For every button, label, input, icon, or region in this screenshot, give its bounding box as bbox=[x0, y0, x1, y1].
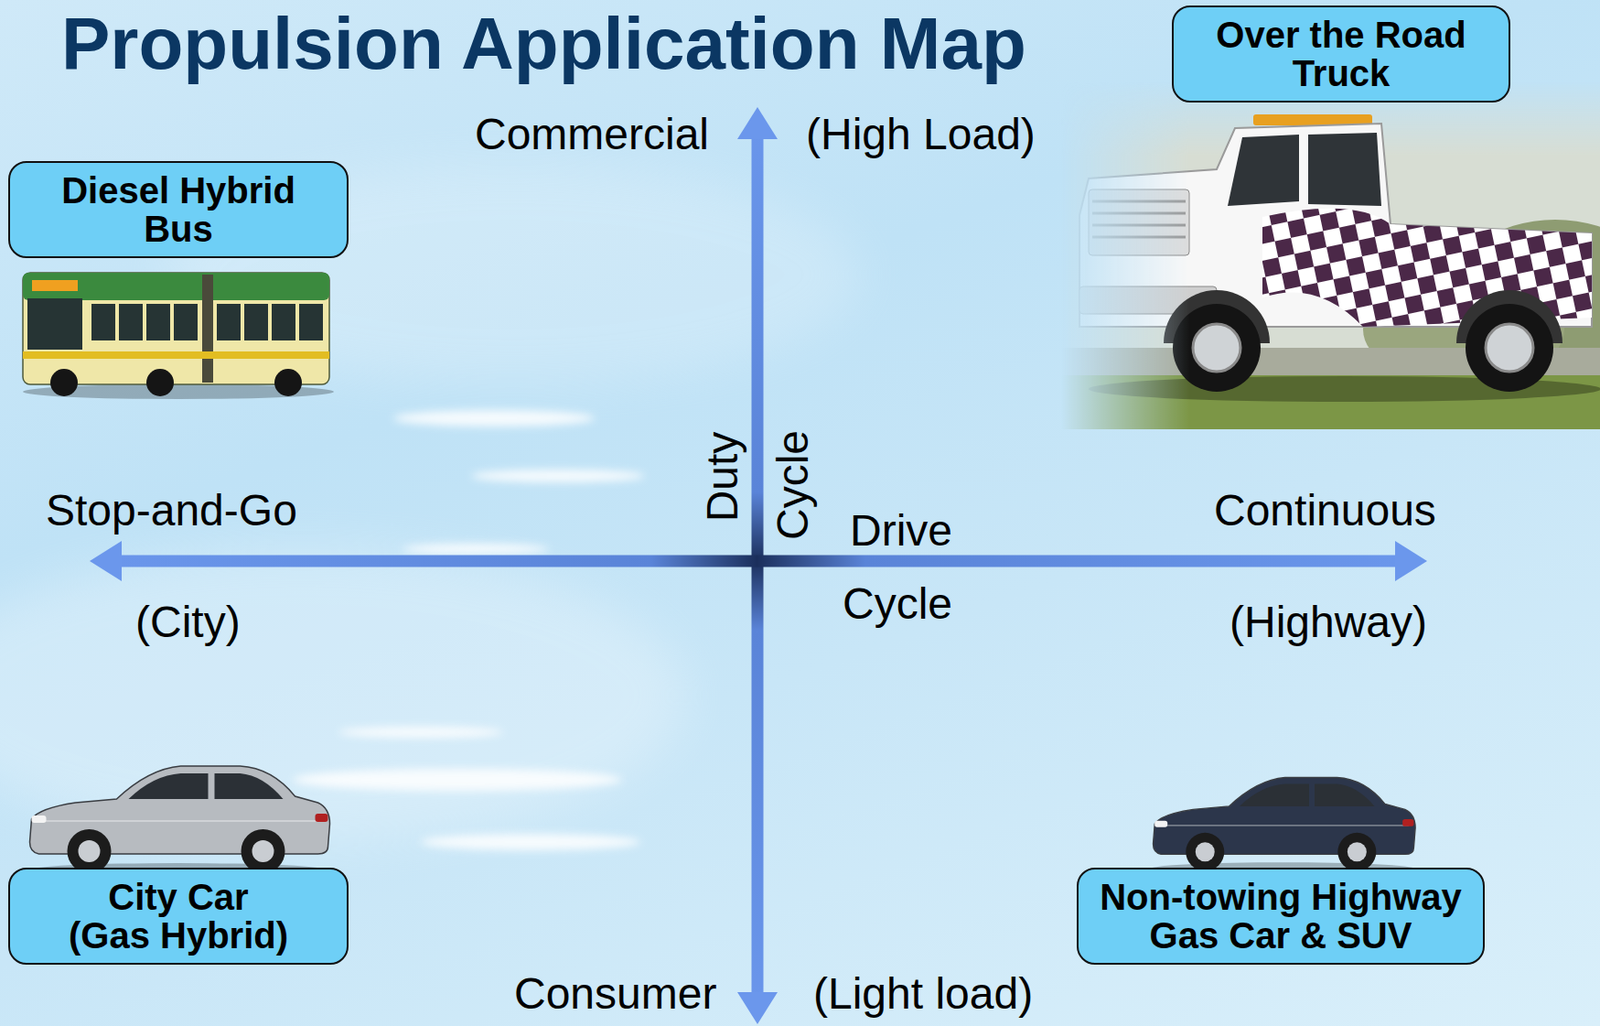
axis-label: (City) bbox=[135, 600, 241, 645]
title: Propulsion Application Map bbox=[61, 7, 1027, 81]
city-car-photo bbox=[27, 765, 331, 878]
vehicle-label: City Car (Gas Hybrid) bbox=[64, 877, 292, 955]
axis-label: Continuous bbox=[1213, 488, 1437, 533]
vehicle-box: Diesel Hybrid Bus bbox=[8, 161, 349, 258]
bus-photo bbox=[22, 272, 334, 399]
vehicle-label: Non-towing Highway Gas Car & SUV bbox=[1091, 877, 1471, 955]
axis-label: Drive bbox=[849, 508, 953, 553]
axis-label: (Light load) bbox=[813, 971, 1033, 1016]
axis-label: Stop-and-Go bbox=[45, 488, 298, 533]
drive-cycle-axis bbox=[89, 540, 1428, 581]
vehicle-label: Over the Road Truck bbox=[1194, 15, 1488, 93]
axis-title: Duty bbox=[700, 431, 745, 523]
vehicle-label: Diesel Hybrid Bus bbox=[45, 171, 312, 248]
axis-label: (High Load) bbox=[805, 112, 1036, 157]
vehicle-box: Over the Road Truck bbox=[1171, 5, 1511, 103]
axis-label: (Highway) bbox=[1229, 600, 1428, 645]
vehicle-box: City Car (Gas Hybrid) bbox=[8, 867, 349, 965]
background-swoosh bbox=[0, 548, 687, 842]
axis-label: Commercial bbox=[474, 112, 709, 157]
highway-car-photo bbox=[1150, 776, 1416, 875]
vehicle-box: Non-towing Highway Gas Car & SUV bbox=[1076, 867, 1485, 965]
speed-streaks bbox=[292, 409, 645, 850]
axis-label: Cycle bbox=[842, 581, 953, 626]
axis-label: Consumer bbox=[514, 971, 717, 1016]
truck-photo bbox=[1061, 81, 1600, 430]
axis-title: Cycle bbox=[771, 429, 816, 540]
